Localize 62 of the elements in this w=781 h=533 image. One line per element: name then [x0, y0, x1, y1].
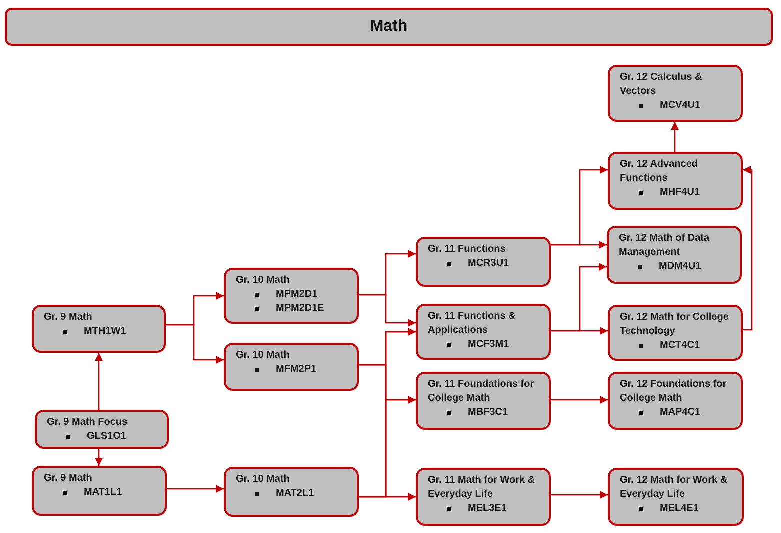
course-code: MEL4E1	[660, 503, 699, 514]
arrow	[167, 485, 224, 493]
course-box	[224, 268, 359, 324]
course-box	[32, 466, 167, 516]
arrow	[359, 294, 416, 327]
arrow	[166, 324, 224, 364]
course-box	[416, 372, 551, 430]
arrow	[743, 166, 753, 331]
course-box	[35, 410, 169, 449]
course-box	[416, 237, 551, 287]
course-title: Gr. 11 Functions	[428, 243, 507, 257]
course-title: Gr. 11 Functions & Applications	[428, 310, 517, 338]
course-box	[416, 468, 551, 526]
course-code: MEL3E1	[468, 503, 507, 514]
course-box	[224, 467, 359, 517]
course-code: MCR3U1	[468, 258, 510, 269]
course-code: MAP4C1	[660, 407, 701, 418]
course-code: MCV4U1	[660, 100, 701, 111]
course-title: Gr. 12 Advanced Functions	[620, 158, 699, 186]
course-title: Gr. 10 Math	[236, 274, 291, 288]
arrow	[671, 122, 679, 152]
course-title: Gr. 12 Calculus & Vectors	[620, 71, 704, 99]
title: Math	[370, 18, 408, 36]
course-box	[608, 305, 743, 361]
course-box	[32, 305, 166, 353]
course-title: Gr. 11 Foundations for College Math	[428, 378, 536, 406]
course-title: Gr. 12 Math of Data Management	[619, 232, 711, 260]
course-title: Gr. 12 Foundations for College Math	[620, 378, 728, 406]
course-code: MPM2D1	[276, 289, 318, 300]
arrow	[551, 396, 608, 404]
course-box	[607, 226, 742, 284]
arrow	[551, 241, 607, 249]
course-box	[608, 468, 744, 526]
arrow	[551, 491, 608, 499]
course-code: MTH1W1	[84, 326, 126, 337]
course-code: MAT2L1	[276, 488, 314, 499]
course-box	[608, 65, 743, 122]
course-code: MHF4U1	[660, 187, 700, 198]
course-title: Gr. 12 Math for College Technology	[620, 311, 730, 339]
course-code: GLS1O1	[87, 431, 126, 442]
arrow	[95, 353, 103, 410]
arrow	[551, 327, 608, 335]
course-code: MFM2P1	[276, 364, 317, 375]
course-code: MCT4C1	[660, 340, 700, 351]
course-code: MDM4U1	[659, 261, 702, 272]
course-box	[608, 152, 743, 210]
course-title: Gr. 9 Math	[44, 472, 94, 486]
course-code: MBF3C1	[468, 407, 508, 418]
course-title: Gr. 11 Math for Work & Everyday Life	[428, 474, 536, 502]
course-box	[608, 372, 743, 430]
course-title: Gr. 10 Math	[236, 349, 291, 363]
arrow	[95, 449, 103, 466]
course-title: Gr. 9 Math Focus	[47, 416, 129, 430]
course-code: MCF3M1	[468, 339, 510, 350]
course-title: Gr. 10 Math	[236, 473, 291, 487]
arrow	[359, 493, 416, 501]
course-code: MPM2D1E	[276, 303, 324, 314]
course-box	[224, 343, 359, 391]
course-title: Gr. 12 Math for Work & Everyday Life	[620, 474, 729, 502]
course-code: MAT1L1	[84, 487, 122, 498]
course-title: Gr. 9 Math	[44, 311, 94, 325]
course-box	[416, 304, 551, 360]
